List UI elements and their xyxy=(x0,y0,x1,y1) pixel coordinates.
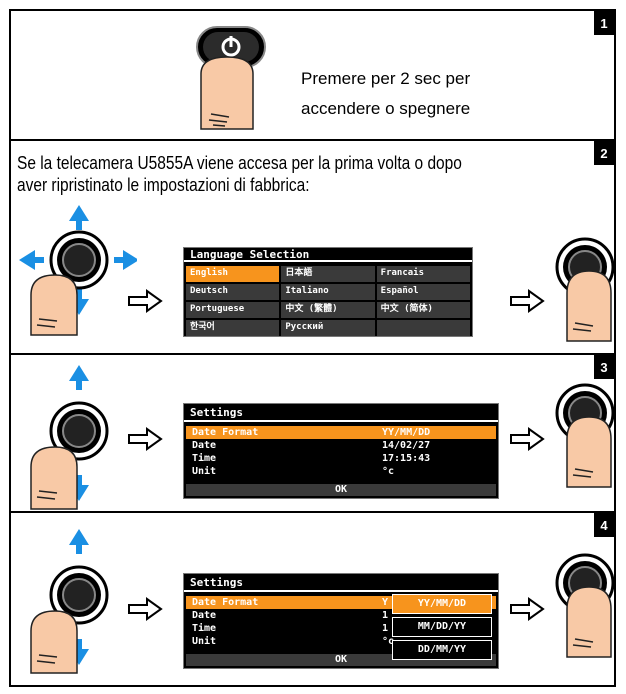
language-option[interactable]: 日本語 xyxy=(281,266,375,282)
settings-screen: Settings Date Format YY/MM/DD Date 14/02/27… xyxy=(183,403,499,499)
language-option[interactable] xyxy=(376,320,470,336)
setting-value: 17:15:43 xyxy=(382,453,431,464)
step-2-intro-line-1: Se la telecamera U5855A viene accesa per… xyxy=(17,153,462,173)
right-arrow-outline-icon xyxy=(128,597,163,621)
settings-row[interactable]: Time 1 xyxy=(186,622,496,635)
language-option[interactable]: Portuguese xyxy=(186,302,280,318)
setting-label: Time xyxy=(192,623,217,634)
dropdown-option[interactable]: YY/MM/DD xyxy=(392,594,492,614)
setting-label: Date xyxy=(192,610,217,621)
step-number: 3 xyxy=(594,355,614,379)
language-option[interactable]: 中文 (繁體) xyxy=(281,302,375,318)
step-1-panel: 1 Premere per 2 sec per accendere o speg… xyxy=(9,9,616,141)
settings-title: Settings xyxy=(184,404,498,422)
right-arrow-outline-icon xyxy=(510,289,545,313)
settings-row[interactable]: Date 1 xyxy=(186,609,496,622)
joystick-press-icon xyxy=(555,383,615,488)
setting-value: Y xyxy=(382,597,389,608)
step-2-intro-line-2: aver ripristinato le impostazioni di fab… xyxy=(17,175,310,195)
dropdown-option[interactable]: DD/MM/YY xyxy=(392,640,492,660)
language-option[interactable]: Español xyxy=(376,284,470,300)
setting-value: °c xyxy=(382,466,395,477)
language-option[interactable]: 한국어 xyxy=(186,320,280,336)
joystick-with-arrows-icon xyxy=(19,205,137,336)
setting-value: 14/02/27 xyxy=(382,440,431,451)
right-arrow-outline-icon xyxy=(128,427,163,451)
joystick-press-icon xyxy=(555,553,615,658)
setting-label: Time xyxy=(192,453,217,464)
step-number: 1 xyxy=(594,11,614,35)
settings-row[interactable]: Time 17:15:43 xyxy=(186,452,496,465)
right-arrow-outline-icon xyxy=(510,427,545,451)
language-option[interactable]: 中文 (简体) xyxy=(376,302,470,318)
joystick-up-down-icon xyxy=(30,365,109,510)
dropdown-option[interactable]: MM/DD/YY xyxy=(392,617,492,637)
step-3-panel: 3 Settings Date Format YY/MM/DD Date 14/02/… xyxy=(9,353,616,513)
setting-label: Unit xyxy=(192,466,217,477)
setting-value: 1 xyxy=(382,610,389,621)
step-1-instruction-line-1: Premere per 2 sec per xyxy=(301,69,471,88)
setting-label: Unit xyxy=(192,636,217,647)
step-number: 2 xyxy=(594,141,614,165)
date-format-dropdown[interactable]: YY/MM/DD MM/DD/YY DD/MM/YY xyxy=(392,594,492,663)
settings-row[interactable]: Unit °c xyxy=(186,465,496,478)
setting-value: °c xyxy=(382,636,395,647)
language-selection-title: Language Selection xyxy=(184,248,472,262)
right-arrow-outline-icon xyxy=(128,289,163,313)
power-button-icon xyxy=(196,26,266,130)
language-option[interactable]: Deutsch xyxy=(186,284,280,300)
language-option[interactable]: Francais xyxy=(376,266,470,282)
setting-label: Date xyxy=(192,440,217,451)
step-number: 4 xyxy=(594,513,614,537)
language-option[interactable]: Русский xyxy=(281,320,375,336)
settings-row[interactable]: Unit °c xyxy=(186,635,496,648)
setting-value: 1 xyxy=(382,623,389,634)
setting-value: YY/MM/DD xyxy=(382,427,431,438)
setting-label: Date Format xyxy=(192,597,259,608)
settings-row[interactable]: Date 14/02/27 xyxy=(186,439,496,452)
settings-title: Settings xyxy=(184,574,498,592)
ok-button[interactable]: OK xyxy=(186,484,496,496)
step-2-panel: 2 Se la telecamera U5855A viene accesa p… xyxy=(9,139,616,355)
settings-row[interactable]: Date Format YY/MM/DD xyxy=(186,426,496,439)
setting-label: Date Format xyxy=(192,427,259,438)
step-1-instruction-line-2: accendere o spegnere xyxy=(301,99,471,118)
right-arrow-outline-icon xyxy=(510,597,545,621)
joystick-up-down-icon xyxy=(30,529,109,674)
language-option[interactable]: Italiano xyxy=(281,284,375,300)
language-option[interactable]: English xyxy=(186,266,280,282)
joystick-press-icon xyxy=(555,237,615,342)
